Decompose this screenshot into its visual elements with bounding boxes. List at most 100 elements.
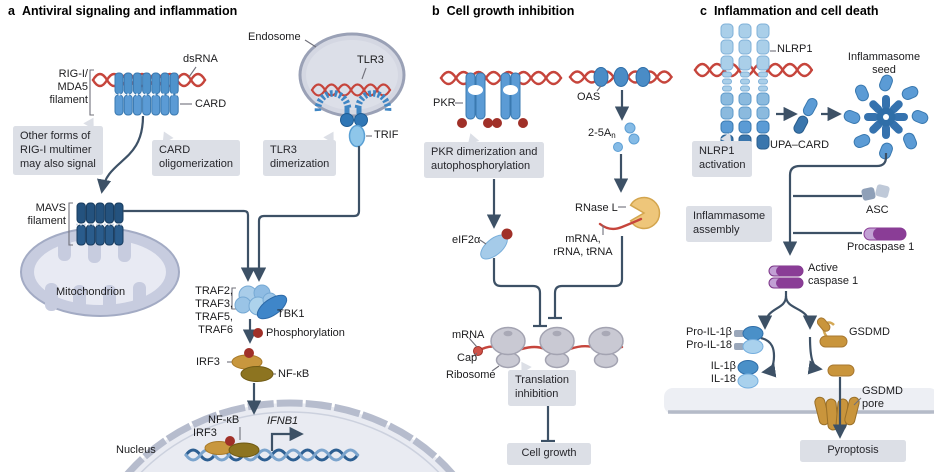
cell-membrane [664,388,934,414]
irf3-protein [231,348,263,370]
procaspase1 [863,227,907,241]
note-line1: Other forms of [20,130,91,142]
upa-card [793,98,818,134]
seed-line2: seed [872,63,896,76]
connectors-a [97,115,361,451]
brackets-pointers-a [68,39,372,440]
pro-il1b-label: Pro-IL-1β [685,326,732,338]
gsdmd-label: GSDMD [849,326,890,338]
nucleus-irf3-label: IRF3 [193,427,217,439]
card-label: CARD [195,98,227,110]
pointers-c [770,50,862,406]
translation-line1: Translation [515,374,570,386]
nucleus-nfkb-label: NF-κB [208,414,240,426]
mavs-label: MAVS filament [14,202,66,228]
asc-proteins [861,184,890,201]
two-five-a-text: 2-5A [588,127,612,139]
connectors-b [486,90,630,443]
traf3: TRAF3, [195,297,233,310]
il18-label: IL-18 [710,373,736,385]
inflammasome-seed-label: Inflammasome seed [836,51,932,77]
eif2a-label: eIF2α [452,234,481,246]
ifnb1-gene-label: IFNB1 [267,415,299,427]
pore-line1: GSDMD [862,385,903,397]
endosome-label: Endosome [248,31,301,43]
pore-line2: pore [862,397,885,410]
phospho-dot-pathway [253,328,263,338]
nfkb-label: NF-κB [278,368,310,380]
rigi-note-box: Other forms of RIG-I multimer may also s… [13,114,103,176]
activation-line1: NLRP1 [699,145,735,157]
phosphorylation-label: Phosphorylation [266,327,345,339]
il1b-label: IL-1β [710,360,736,372]
rigi-filament-label: RIG-I/ MDA5 filament [38,68,88,107]
dsrna-helix-nlrp1 [693,62,813,78]
inflammasome-seed [843,74,929,160]
traf-label: TRAF2, TRAF3, TRAF5, TRAF6 [186,285,233,337]
assembly-line1: Inflammasome [693,210,766,222]
gsdmd-pore-label: GSDMD pore [862,385,903,411]
gsdmd-protein [816,317,855,377]
rigi-filament [114,72,179,116]
oas-label: OAS [577,91,601,103]
card-box-line1: CARD [159,144,191,156]
inflammasome-assembly-box: Inflammasome assembly [686,206,773,242]
active-caspase1 [768,265,804,289]
rna-line2: rRNA, tRNA [553,245,613,258]
rna-line1: mRNA, [565,233,601,245]
tbk1-protein [256,294,288,320]
note-line3: may also signal [20,157,96,170]
nlrp1-activation-box: NLRP1 activation [692,129,753,177]
rnasel-protein [598,196,661,231]
rigi-line1: RIG-I/ [58,68,88,80]
traf2: TRAF2, [195,285,233,297]
rigi-line2: MDA5 [57,80,88,93]
connectors-c [757,106,888,378]
nlrp1-label: NLRP1 [777,43,813,55]
callout-tail [464,131,480,145]
nucleus [124,399,456,472]
mitochondrion-shape [20,227,180,317]
procaspase1-label: Procaspase 1 [847,241,915,253]
ribosomes [490,326,624,369]
trif-protein [348,124,366,148]
panel-c-title: Inflammation and cell death [713,4,879,18]
activation-line2: activation [699,158,746,171]
assembly-line2: assembly [693,223,740,236]
mrna-label: mRNA [452,329,485,341]
pkr-box-line1: PKR dimerization and [431,146,538,158]
mavs-line2: filament [27,214,66,227]
tlr3-label: TLR3 [357,54,384,66]
tbk1-label: TBK1 [277,308,305,320]
ribosome-label: Ribosome [446,369,496,381]
il-proteins [737,360,759,389]
irf3-label: IRF3 [196,356,220,368]
pyroptosis-box: Pyroptosis [800,440,906,462]
panel-a-letter: a [8,4,15,18]
mavs-line1: MAVS [35,202,66,214]
card-oligomerization-box: CARD oligomerization [152,128,240,176]
tlr3-box-line1: TLR3 [270,144,297,156]
nuclear-tf-complex [204,436,260,458]
nlrp1-chains [720,23,770,150]
pointers-b [455,85,626,372]
eif2a-protein [480,228,513,260]
tlr3-box-line2: dimerization [270,157,330,170]
two-five-a-sub: n [611,131,616,140]
pyroptosis-text: Pyroptosis [827,444,879,456]
trif-label: TRIF [374,129,399,141]
seed-line1: Inflammasome [847,51,921,63]
panel-b-letter: b [432,4,440,18]
rnasel-label: RNase L [575,202,618,214]
panel-a-title: Antiviral signaling and inflammation [21,4,238,18]
two-five-a-label: 2-5An [588,127,616,140]
card-box-line2: oligomerization [159,157,233,170]
asc-label: ASC [866,204,889,216]
active-line1: Active [808,262,838,274]
rna-types-label: mRNA, rRNA, tRNA [552,233,614,259]
rigi-line3: filament [49,93,88,106]
